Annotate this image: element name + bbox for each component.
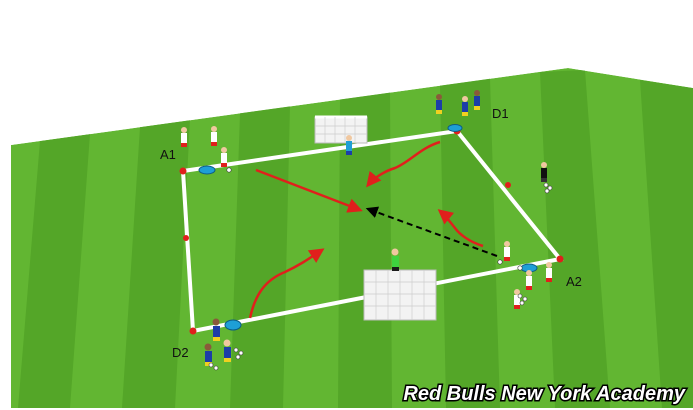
player [211, 126, 217, 146]
label-d2: D2 [172, 345, 189, 360]
label-a2: A2 [566, 274, 582, 289]
goalkeeper-right [541, 162, 547, 182]
player [526, 270, 532, 290]
academy-watermark: Red Bulls New York Academy [403, 383, 685, 405]
player [474, 90, 480, 110]
player [546, 262, 552, 282]
player [224, 340, 232, 363]
goalkeeper-bottom [392, 249, 400, 272]
player [346, 135, 352, 155]
player [462, 96, 468, 116]
goal-top [315, 117, 367, 143]
goal-bottom [364, 270, 436, 320]
player [205, 344, 213, 367]
player [504, 241, 510, 261]
label-a1: A1 [160, 147, 176, 162]
player [213, 319, 221, 342]
player [436, 94, 442, 114]
player [514, 289, 520, 309]
player [181, 127, 187, 147]
label-d1: D1 [492, 106, 509, 121]
player [221, 147, 227, 167]
